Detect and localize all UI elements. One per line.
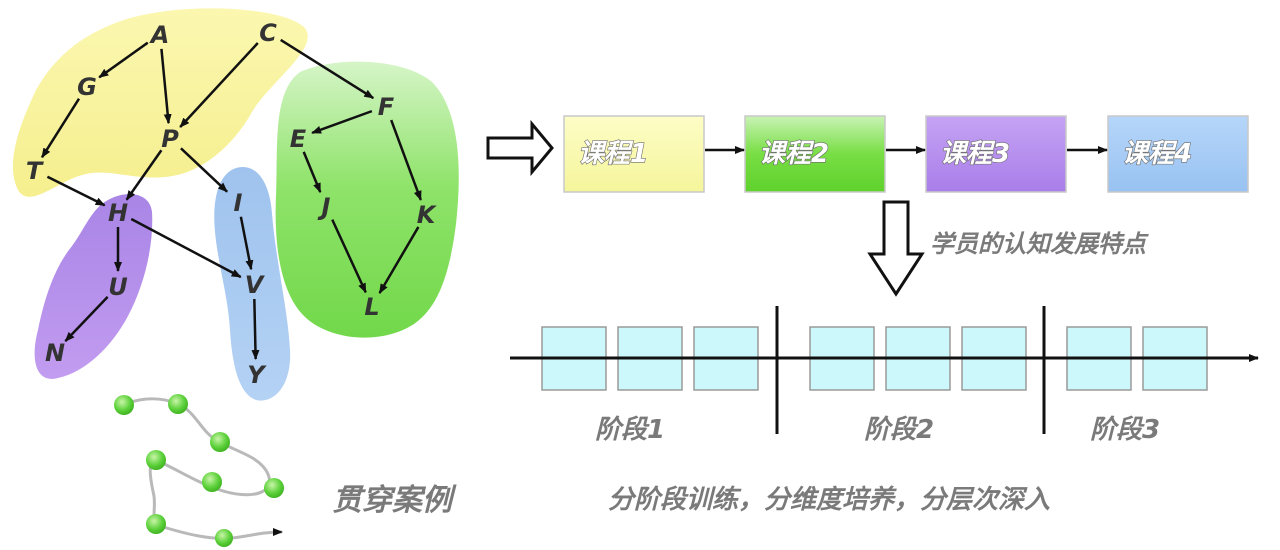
node-K: K <box>417 201 438 229</box>
node-T: T <box>26 157 44 185</box>
case-dot <box>202 472 222 492</box>
concept-nodes: A C G P T H I U V N Y F E J K L <box>26 19 438 389</box>
course-label-3: 课程3 <box>940 139 1010 169</box>
node-I: I <box>234 189 243 217</box>
course-row: 课程1 课程2 课程3 课程4 <box>563 115 1249 193</box>
edge-P-H <box>125 149 163 201</box>
case-dot <box>114 395 134 415</box>
edge-A-G <box>98 41 149 79</box>
case-dot <box>264 478 284 498</box>
edge-V-Y <box>251 298 260 361</box>
case-dot <box>146 450 166 470</box>
hollow-arrow-down <box>867 200 925 297</box>
edge-F-E <box>311 109 373 135</box>
edge-C-F <box>280 38 375 100</box>
blob-yellow <box>12 8 308 197</box>
edge-G-T <box>40 98 81 159</box>
edge-P-I <box>180 147 228 193</box>
node-F: F <box>378 93 395 121</box>
concept-edges <box>40 38 422 361</box>
node-E: E <box>290 125 307 153</box>
hollow-arrow-right <box>486 119 554 177</box>
edge-I-V <box>239 216 254 271</box>
timeline: 阶段1 阶段2 阶段3 <box>510 306 1259 445</box>
case-dot <box>210 432 230 452</box>
edge-E-J <box>302 151 322 194</box>
edge-F-K <box>390 119 422 201</box>
node-G: G <box>77 73 97 101</box>
case-dot <box>215 529 233 547</box>
edge-A-P <box>160 48 172 125</box>
stage-label-3: 阶段3 <box>1090 415 1160 445</box>
course-label-4: 课程4 <box>1122 139 1192 169</box>
course-box-2 <box>744 115 886 193</box>
node-U: U <box>108 273 128 301</box>
edge-K-L <box>378 226 420 294</box>
node-L: L <box>364 293 379 321</box>
node-C: C <box>259 19 277 47</box>
node-J: J <box>318 193 331 221</box>
case-label: 贯穿案例 <box>332 483 457 518</box>
course-label-1: 课程1 <box>578 139 648 169</box>
through-case-path <box>114 394 284 547</box>
node-P: P <box>161 125 179 153</box>
course-box-4 <box>1107 115 1249 193</box>
course-box-3 <box>925 115 1067 193</box>
course-label-2: 课程2 <box>759 139 829 169</box>
edge-T-H <box>46 175 106 207</box>
node-N: N <box>45 339 65 367</box>
node-Y: Y <box>247 361 267 389</box>
blob-purple <box>34 194 153 379</box>
cognitive-label: 学员的认知发展特点 <box>930 230 1149 258</box>
bottom-caption: 分阶段训练，分维度培养，分层次深入 <box>608 485 1050 515</box>
edge-H-V <box>130 217 242 279</box>
case-dot <box>146 514 166 534</box>
node-H: H <box>108 199 128 227</box>
stage-label-1: 阶段1 <box>595 415 665 445</box>
node-A: A <box>149 21 170 49</box>
course-box-1 <box>563 115 705 193</box>
blob-blue <box>214 166 291 401</box>
edge-J-L <box>331 219 367 294</box>
stage-label-2: 阶段2 <box>864 415 934 445</box>
case-dot <box>168 394 188 414</box>
edge-U-N <box>64 295 109 343</box>
edge-C-P <box>179 42 259 128</box>
node-V: V <box>245 271 266 299</box>
